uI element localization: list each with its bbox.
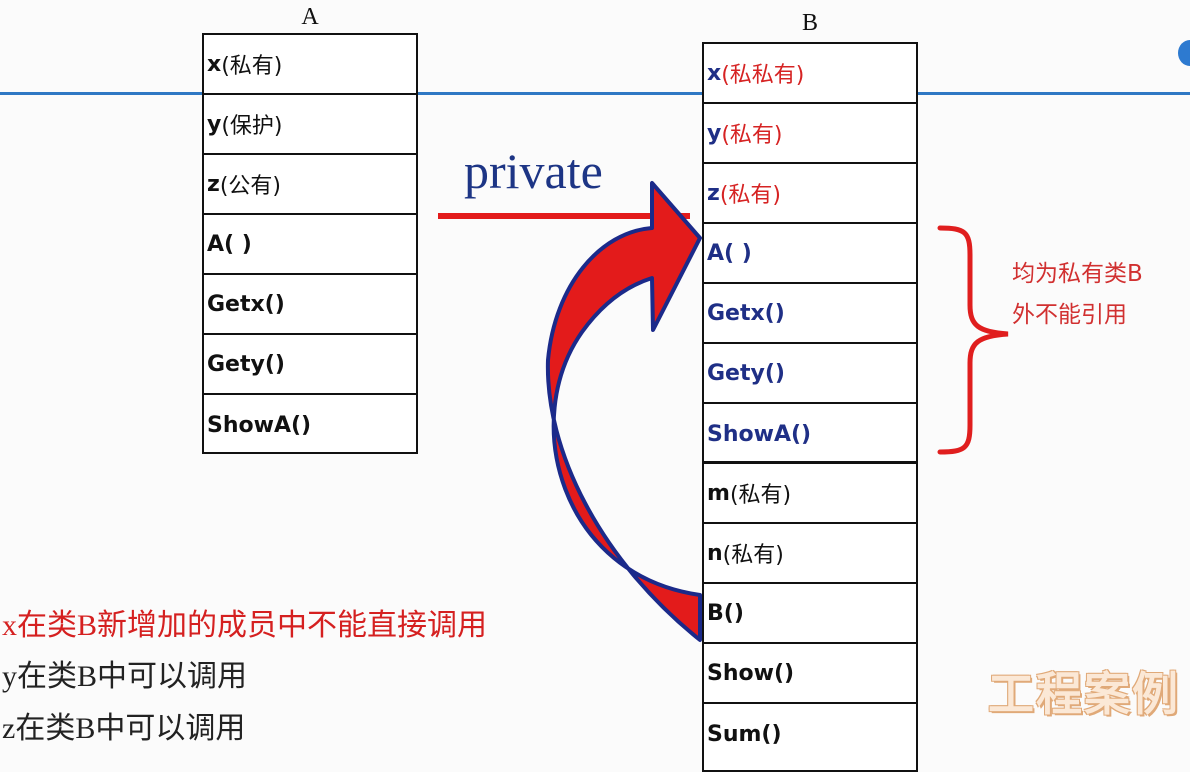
class-a-box: x(私有) y(保护) z(公有) A( ) Getx() Gety() Sho…	[202, 33, 418, 454]
class-b-member-x: x(私私有)	[704, 44, 916, 104]
horizontal-divider-line	[0, 92, 1190, 95]
class-a-title: A	[301, 4, 319, 30]
class-b-member-getx: Getx()	[704, 284, 916, 344]
right-brace-icon	[937, 225, 1009, 455]
class-a-member-z: z(公有)	[204, 155, 416, 215]
curved-arrow-icon	[545, 181, 702, 642]
class-a-member-gety: Gety()	[204, 335, 416, 395]
class-b-member-constructor-b: B()	[704, 584, 916, 644]
class-b-member-y: y(私有)	[704, 104, 916, 164]
brace-note-line-1: 均为私有类B	[1012, 261, 1143, 287]
note-y: y在类B中可以调用	[2, 660, 248, 693]
class-b-box: x(私私有) y(私有) z(私有) A( ) Getx() Gety() Sh…	[702, 42, 918, 772]
class-b-member-m: m(私有)	[704, 464, 916, 524]
class-a-member-x: x(私有)	[204, 35, 416, 95]
inheritance-label: private	[464, 143, 603, 199]
class-b-member-z: z(私有)	[704, 164, 916, 224]
class-b-title: B	[801, 10, 818, 36]
class-a-member-constructor: A( )	[204, 215, 416, 275]
class-a-member-getx: Getx()	[204, 275, 416, 335]
class-b-member-constructor-a: A( )	[704, 224, 916, 284]
class-b-member-gety: Gety()	[704, 344, 916, 404]
brace-note-line-2: 外不能引用	[1012, 302, 1127, 328]
class-a-member-y: y(保护)	[204, 95, 416, 155]
class-a-member-showa: ShowA()	[207, 412, 312, 438]
edge-blue-shape	[1178, 40, 1190, 66]
class-b-section-separator	[704, 461, 916, 464]
class-b-member-n: n(私有)	[704, 524, 916, 584]
note-x: x在类B新增加的成员中不能直接调用	[2, 609, 488, 642]
watermark-text: 工程案例	[988, 667, 1180, 721]
note-z: z在类B中可以调用	[2, 712, 246, 745]
class-b-member-show: Show()	[704, 644, 916, 704]
class-b-member-showa: ShowA()	[707, 421, 812, 447]
class-b-member-sum: Sum()	[707, 721, 782, 747]
